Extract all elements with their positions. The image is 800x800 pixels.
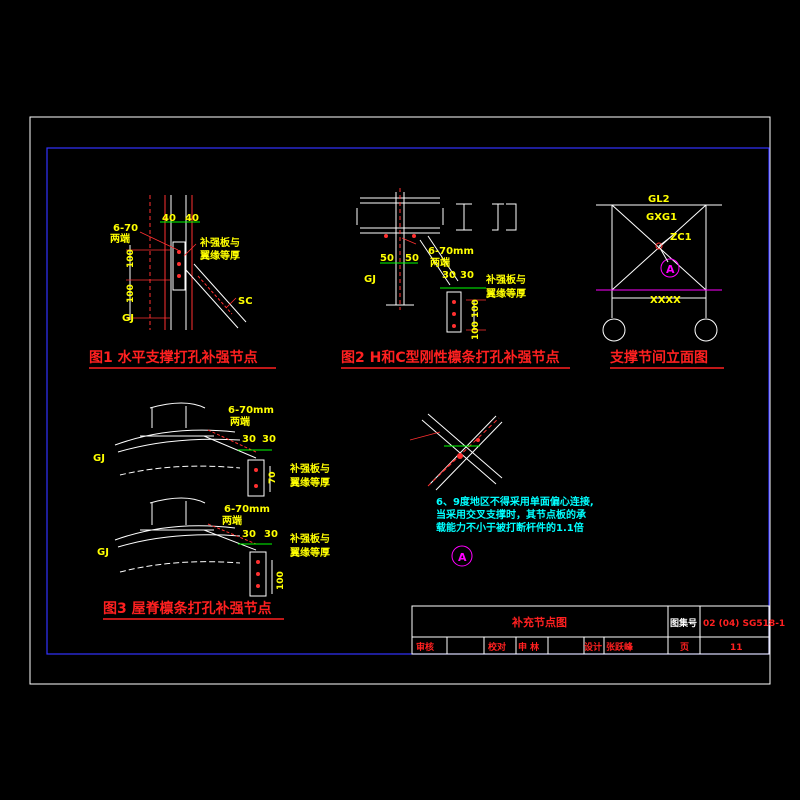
- fig3u-plate-note-1: 补强板与: [289, 462, 330, 475]
- tb-label-check: 校对: [488, 641, 506, 653]
- fig1-dim-left-lower: 100: [126, 284, 136, 303]
- tb-drawing-no: 02 (04) SG518-1: [703, 619, 785, 629]
- fig2-dim-a: 50: [380, 253, 394, 264]
- elev-label-xxxx: XXXX: [650, 295, 681, 306]
- bracing-elevation: [596, 204, 722, 342]
- figure-1: [126, 195, 247, 330]
- fig3l-dim-a: 30: [242, 529, 256, 540]
- tb-label-page: 页: [680, 642, 689, 653]
- tb-drawing-title: 补充节点图: [511, 615, 567, 629]
- fig2-dim-c: 30: [442, 270, 456, 281]
- fig2-plate-note-2: 翼缘等厚: [485, 287, 526, 300]
- fig3u-plate-note-2: 翼缘等厚: [289, 476, 330, 489]
- inner-frame: [46, 147, 770, 655]
- fig3l-dim-b: 30: [264, 529, 278, 540]
- elev-marker-a: A: [666, 263, 675, 276]
- elev-label-zc1: ZC1: [670, 232, 692, 243]
- tb-label-review: 审核: [416, 641, 434, 653]
- elev-label-gxg1: GXG1: [646, 212, 677, 223]
- fig3l-label-gj: GJ: [97, 547, 109, 558]
- fig1-dim-top-right: 40: [185, 213, 199, 224]
- fig2-bolt-note-2: 两端: [430, 256, 450, 269]
- fig3u-dim-v: 70: [268, 471, 278, 484]
- fig3l-bolt-note-2: 两端: [222, 514, 242, 527]
- tb-label-design: 设计: [584, 641, 602, 653]
- fig1-dim-top-left: 40: [162, 213, 176, 224]
- tb-checker: 申 林: [518, 641, 540, 653]
- fig1-bolt-note-1: 6-70: [113, 223, 138, 234]
- tb-page-no: 11: [730, 643, 743, 653]
- fig2-bolt-note-1: 6-70mm: [428, 246, 474, 257]
- fig2-dim-b: 50: [405, 253, 419, 264]
- detail-marker-a: A: [458, 551, 467, 564]
- fig3l-bolt-note-1: 6-70mm: [224, 504, 270, 515]
- fig3l-dim-v: 100: [276, 571, 286, 590]
- tb-designer: 张跃峰: [606, 641, 634, 653]
- tb-label-drawing-no: 图集号: [670, 617, 697, 629]
- fig3u-dim-a: 30: [242, 434, 256, 445]
- fig2-label-gj: GJ: [364, 274, 376, 285]
- fig3l-plate-note-2: 翼缘等厚: [289, 546, 330, 559]
- fig2-dim-f: 100: [471, 321, 481, 340]
- fig1-dim-left-upper: 100: [126, 249, 136, 268]
- fig3l-plate-note-1: 补强板与: [289, 532, 330, 545]
- fig3-caption: 图3 屋脊檩条打孔补强节点: [103, 600, 272, 617]
- fig1-plate-note-2: 翼缘等厚: [199, 249, 240, 262]
- fig3u-bolt-note-2: 两端: [230, 415, 250, 428]
- figure-3-lower: [114, 497, 273, 597]
- detail-note-2: 当采用交叉支撑时，其节点板的承: [436, 508, 586, 521]
- fig1-label-sc: SC: [238, 296, 253, 307]
- fig3u-label-gj: GJ: [93, 453, 105, 464]
- fig2-plate-note-1: 补强板与: [485, 273, 526, 286]
- fig3u-bolt-note-1: 6-70mm: [228, 405, 274, 416]
- figure-3-upper: [114, 402, 272, 497]
- fig2-dim-d: 30: [460, 270, 474, 281]
- fig1-caption: 图1 水平支撑打孔补强节点: [89, 349, 258, 366]
- outer-frame: [29, 116, 771, 685]
- figure-2: [356, 188, 517, 333]
- title-block: [411, 605, 770, 655]
- fig1-bolt-note-2: 两端: [110, 232, 130, 245]
- fig3u-dim-b: 30: [262, 434, 276, 445]
- detail-note-3: 载能力不小于被打断杆件的1.1倍: [436, 521, 584, 534]
- elev-caption: 支撑节间立面图: [609, 349, 708, 366]
- fig2-caption: 图2 H和C型刚性檩条打孔补强节点: [341, 349, 560, 366]
- fig1-label-gj: GJ: [122, 313, 134, 324]
- elev-label-gl2: GL2: [648, 194, 670, 205]
- detail-a: [409, 413, 503, 567]
- fig1-plate-note-1: 补强板与: [199, 236, 240, 249]
- detail-note-1: 6、9度地区不得采用单面偏心连接,: [436, 495, 594, 508]
- fig2-dim-e: 100: [471, 299, 481, 318]
